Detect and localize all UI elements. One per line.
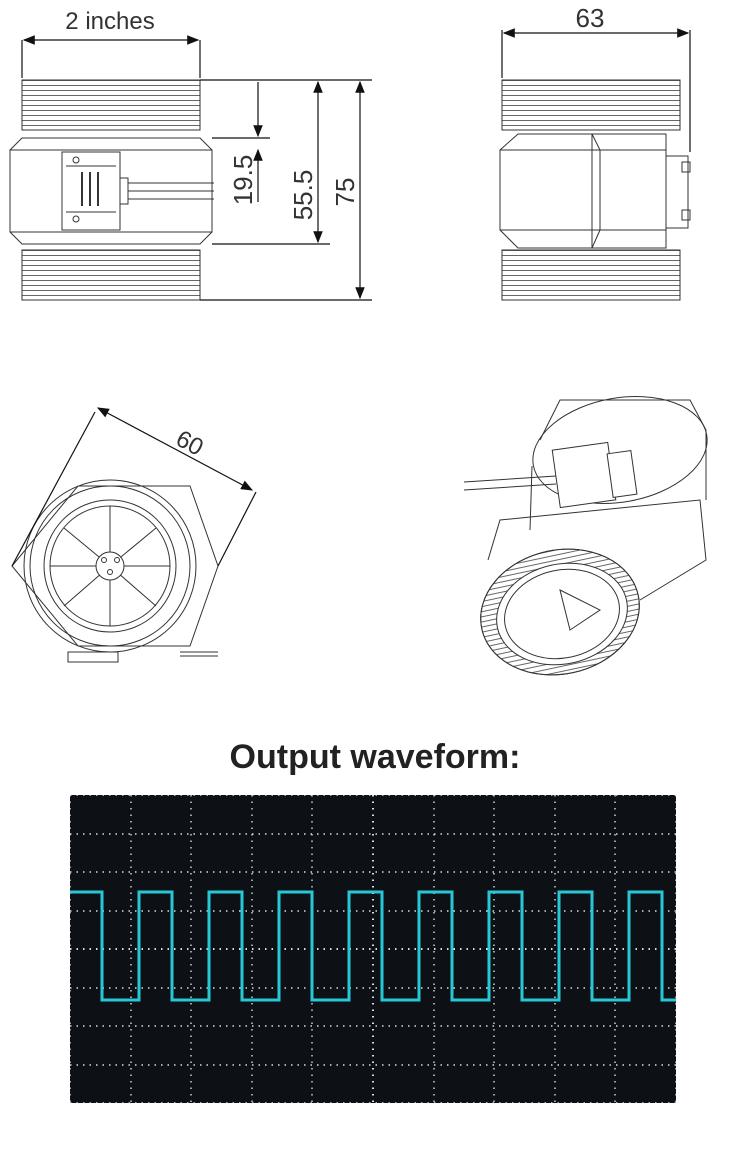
front-dimensions: [21, 35, 372, 301]
front-bottom-thread: [21, 249, 201, 301]
technical-drawings: 2 inches 19.5 55.5 75 63: [9, 3, 708, 676]
front-top-thread: [21, 79, 201, 131]
side-sensor-plate: [665, 155, 689, 229]
oscilloscope-screen: [70, 795, 676, 1103]
oscilloscope-grid: [70, 795, 676, 1103]
dim-height-label: 75: [330, 178, 360, 207]
dim-hex-label: 19.5: [228, 155, 258, 206]
impeller-ring: [43, 499, 177, 633]
iso-sensor-plate: [551, 441, 617, 509]
side-view: [499, 79, 691, 301]
end-dimensions: [11, 407, 257, 567]
dim-thread-label: 55.5: [288, 170, 318, 221]
isometric-view: [463, 396, 708, 676]
waveform-trace: [70, 890, 676, 1002]
dim-width-label: 2 inches: [65, 8, 154, 35]
dim-flats-label: 60: [171, 425, 207, 461]
waveform-title: Output waveform:: [229, 738, 521, 776]
end-view: [11, 479, 219, 663]
front-view: [9, 79, 214, 301]
dim-depth-label: 63: [576, 3, 605, 33]
side-dimensions: [501, 28, 691, 152]
oscilloscope-plot: [70, 795, 676, 1103]
